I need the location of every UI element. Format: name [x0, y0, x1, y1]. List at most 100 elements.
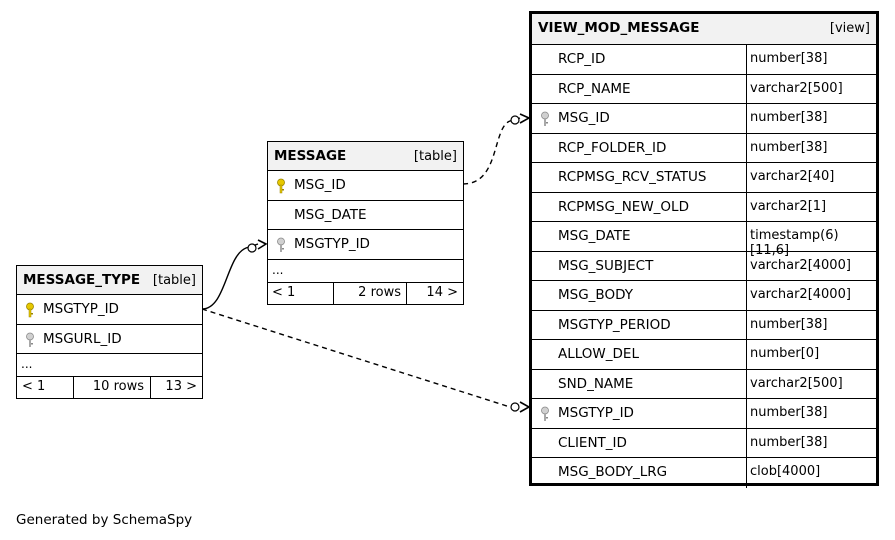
pager-row-count: 10 rows [92, 379, 144, 394]
column-type: clob[4000] [750, 464, 821, 479]
more-columns-ellipsis: ... [268, 260, 463, 283]
column-name: MSGTYP_ID [43, 301, 119, 317]
edge-optional-circle [510, 402, 520, 412]
column-type: varchar2[1] [750, 198, 827, 214]
foreign-key-icon [541, 111, 549, 126]
column-divider [746, 369, 747, 398]
column-divider [746, 458, 747, 488]
column-row[interactable]: MSGURL_ID [17, 325, 202, 354]
edge-crowfoot [257, 239, 268, 250]
foreign-key-icon [541, 406, 549, 421]
column-name: ALLOW_DEL [558, 346, 639, 362]
column-divider [746, 281, 747, 310]
column-divider [746, 310, 747, 339]
column-row[interactable]: MSG_SUBJECT varchar2[4000] [532, 251, 876, 281]
column-type: varchar2[500] [750, 375, 843, 391]
column-type: number[38] [750, 316, 828, 332]
column-name: CLIENT_ID [558, 434, 627, 451]
primary-key-icon [26, 302, 34, 318]
generated-by-credit: Generated by SchemaSpy [16, 512, 193, 528]
column-divider [746, 428, 747, 457]
column-name: MSG_SUBJECT [558, 257, 654, 274]
column-row[interactable]: MSG_BODY_LRG clob[4000] [532, 458, 876, 488]
table-message-type[interactable]: MESSAGE_TYPE [table] MSGTYP_ID MSGURL_ID… [16, 265, 203, 399]
pager-next[interactable]: 14 > [426, 284, 458, 300]
column-row[interactable]: RCPMSG_NEW_OLD varchar2[1] [532, 192, 876, 222]
column-divider [746, 399, 747, 428]
column-row[interactable]: RCP_ID number[38] [532, 45, 876, 75]
column-divider [746, 104, 747, 133]
column-divider [746, 163, 747, 192]
table-header: VIEW_MOD_MESSAGE [view] [532, 14, 876, 45]
foreign-key-icon [277, 237, 285, 252]
column-row[interactable]: MSGTYP_ID [268, 230, 463, 260]
column-row[interactable]: ALLOW_DEL number[0] [532, 340, 876, 370]
column-type: varchar2[4000] [750, 287, 851, 302]
column-row[interactable]: MSG_DATE [268, 201, 463, 230]
table-name[interactable]: MESSAGE_TYPE [23, 272, 141, 288]
column-row[interactable]: MSG_ID [268, 171, 463, 201]
pager-next[interactable]: 13 > [165, 379, 197, 394]
edge-message-type-to-view [201, 308, 511, 408]
column-row[interactable]: MSG_BODY varchar2[4000] [532, 281, 876, 311]
column-row[interactable]: SND_NAME varchar2[500] [532, 369, 876, 399]
pager-row-count: 2 rows [358, 284, 401, 300]
table-pager: < 1 2 rows 14 > [268, 282, 463, 304]
column-type: number[38] [750, 110, 828, 125]
column-name: MSGURL_ID [43, 330, 122, 347]
table-view-mod-message[interactable]: VIEW_MOD_MESSAGE [view] RCP_ID number[38]… [529, 11, 879, 488]
column-name: MSG_ID [294, 177, 346, 193]
column-divider [746, 192, 747, 221]
column-name: RCP_ID [558, 51, 606, 67]
pager-prev[interactable]: < 1 [272, 284, 296, 300]
column-divider [746, 222, 747, 251]
column-name: MSG_BODY [558, 287, 633, 303]
column-type: number[38] [750, 434, 828, 450]
column-divider [746, 74, 747, 103]
column-type: varchar2[40] [750, 169, 835, 184]
column-row[interactable]: MSGTYP_ID [17, 295, 202, 325]
table-name[interactable]: VIEW_MOD_MESSAGE [538, 20, 700, 36]
column-row[interactable]: CLIENT_ID number[38] [532, 428, 876, 458]
edge-message-to-view [462, 117, 521, 185]
column-type: timestamp(6)[11,6] [750, 228, 839, 258]
column-type: number[38] [750, 51, 828, 66]
table-message[interactable]: MESSAGE [table] MSG_ID MSG_DATE MSGTYP_I… [267, 141, 464, 305]
column-row[interactable]: MSGTYP_PERIOD number[38] [532, 310, 876, 340]
column-name: MSG_BODY_LRG [558, 464, 668, 480]
column-type: varchar2[500] [750, 80, 843, 96]
column-name: MSG_DATE [294, 206, 367, 223]
column-name: MSGTYP_ID [558, 405, 634, 421]
column-type: varchar2[4000] [750, 257, 851, 273]
edge-crowfoot [519, 113, 531, 124]
column-divider [746, 251, 747, 280]
table-kind: [table] [152, 273, 196, 288]
table-pager: < 1 10 rows 13 > [17, 377, 202, 398]
column-name: SND_NAME [558, 375, 634, 392]
more-columns-ellipsis: ... [17, 354, 202, 377]
edge-optional-circle [247, 243, 257, 253]
pager-prev[interactable]: < 1 [22, 379, 46, 394]
column-name: MSG_ID [558, 110, 610, 126]
column-type: number[38] [750, 139, 828, 155]
column-divider [746, 340, 747, 369]
table-header: MESSAGE [table] [268, 142, 463, 171]
table-kind: [view] [829, 21, 870, 36]
column-divider [746, 45, 747, 74]
table-name[interactable]: MESSAGE [274, 148, 347, 164]
edge-crowfoot [519, 401, 531, 413]
column-type: number[0] [750, 346, 820, 361]
column-divider [746, 133, 747, 162]
column-row[interactable]: MSG_ID number[38] [532, 104, 876, 134]
column-name: MSGTYP_PERIOD [558, 316, 671, 333]
column-name: RCPMSG_NEW_OLD [558, 198, 689, 215]
edge-message-type-to-message [201, 243, 259, 310]
foreign-key-icon [26, 332, 34, 347]
table-kind: [table] [413, 149, 457, 164]
column-name: MSGTYP_ID [294, 236, 370, 252]
